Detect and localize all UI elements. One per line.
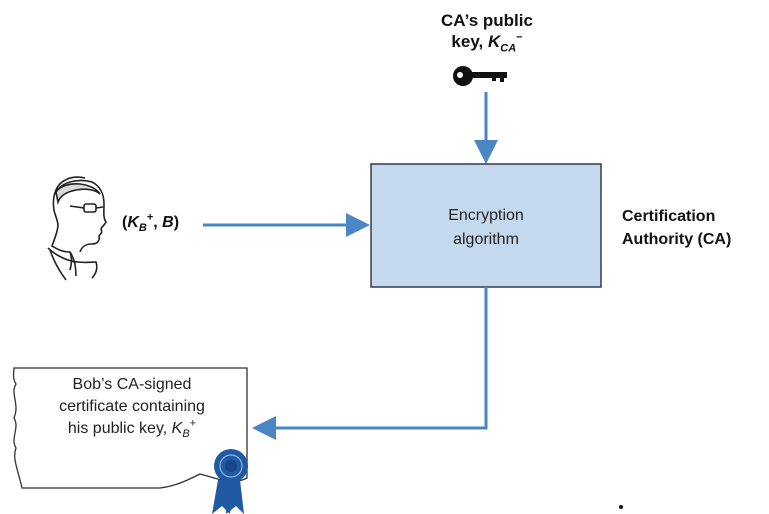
encryption-box-label: Encryption algorithm — [371, 204, 601, 252]
key-icon — [453, 66, 507, 86]
ca-key-line2: key, KCA− — [451, 31, 523, 55]
certificate-line3: his public key, KB+ — [67, 417, 197, 441]
certificate-text: Bob’s CA-signed certificate containing h… — [20, 374, 244, 440]
person-icon — [47, 176, 107, 281]
certificate-line1: Bob’s CA-signed — [72, 376, 192, 393]
certificate-icon — [12, 367, 248, 489]
ribbon-seal-icon — [212, 449, 248, 514]
encryption-box — [370, 163, 602, 288]
stray-dot — [619, 505, 623, 509]
certificate-line2: certificate containing — [59, 398, 205, 415]
authority-line1: Certification — [622, 208, 716, 225]
ca-public-key-label: CA’s public key, KCA− — [412, 10, 562, 55]
bob-key-label: (KB+, B) — [122, 211, 180, 235]
certification-authority-label: Certification Authority (CA) — [622, 205, 731, 251]
encryption-line1: Encryption — [448, 207, 524, 224]
authority-line2: Authority (CA) — [622, 231, 732, 248]
encryption-line2: algorithm — [453, 231, 519, 248]
arrow-box-to-certificate — [252, 287, 488, 440]
ca-key-line1: CA’s public — [441, 11, 533, 30]
